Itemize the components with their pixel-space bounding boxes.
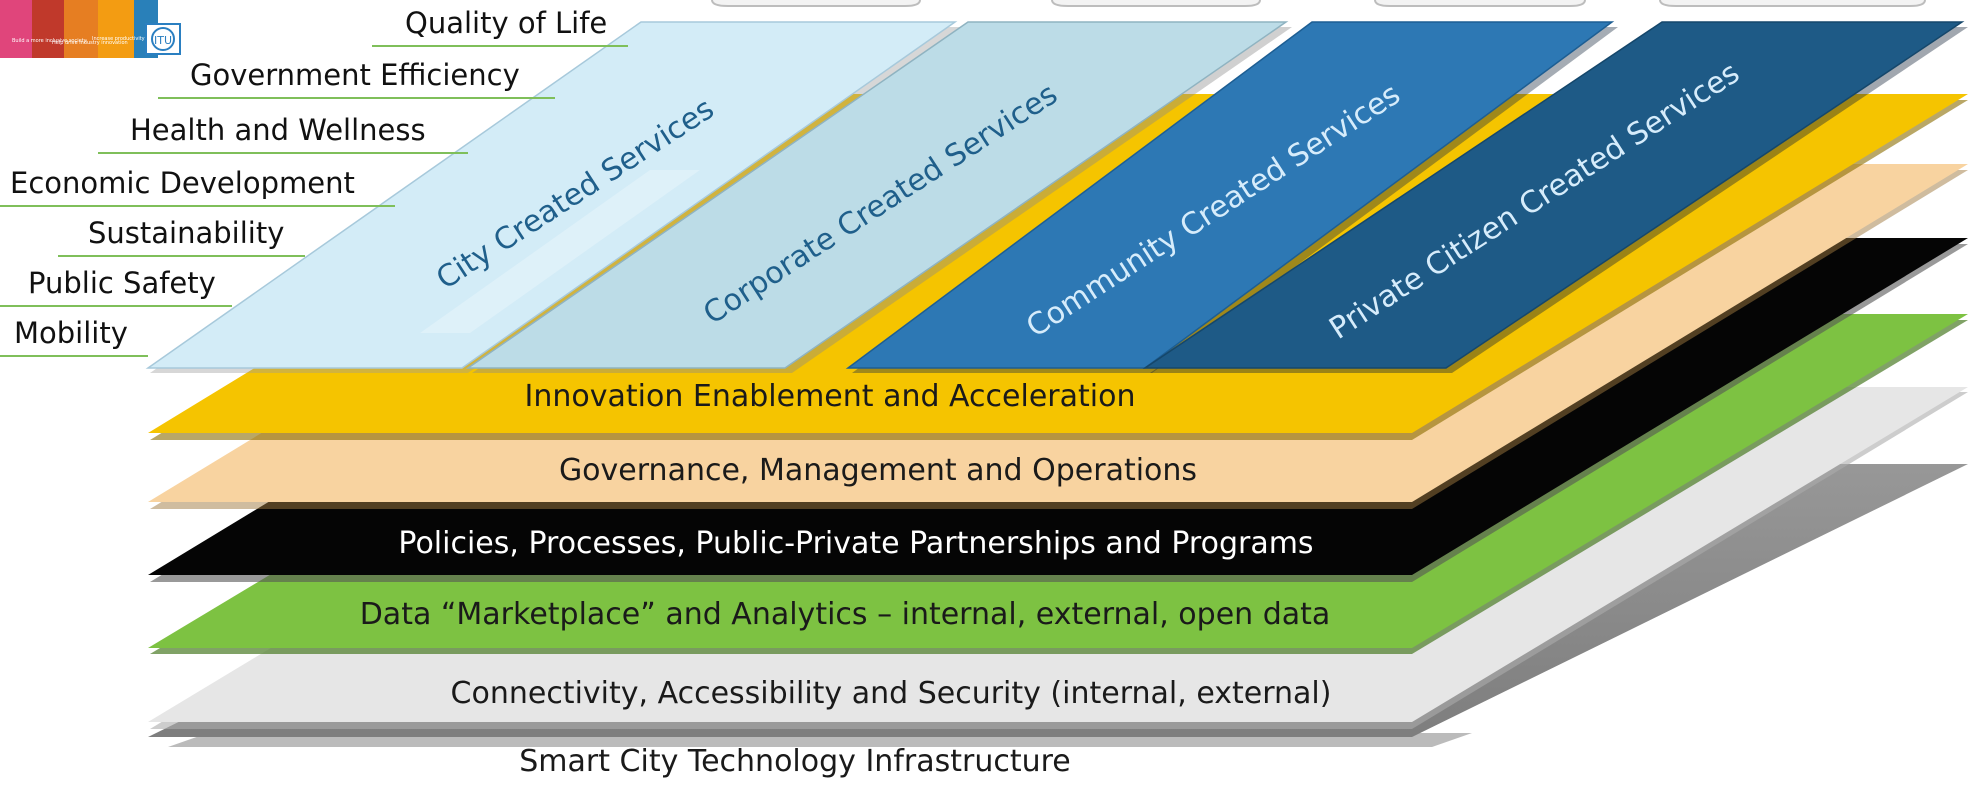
outcome-public-safety: Public Safety [0, 266, 232, 307]
outcome-quality-of-life: Quality of Life [372, 6, 628, 47]
outcome-health-and-wellness: Health and Wellness [98, 113, 468, 154]
top-cut-tabs [711, 0, 1926, 7]
itu-logo-icon: ITU [145, 23, 181, 55]
svg-text:Sustainability: Sustainability [88, 216, 284, 250]
layer-label-connectivity: Connectivity, Accessibility and Security… [451, 676, 1332, 711]
layer-label-infrastructure: Smart City Technology Infrastructure [519, 744, 1070, 779]
outcome-economic-development: Economic Development [0, 166, 395, 207]
layer-label-policies: Policies, Processes, Public-Private Part… [398, 526, 1313, 561]
badge-text-2: Help drive industry innovation [52, 40, 128, 46]
outcome-mobility: Mobility [0, 316, 148, 357]
service-slab-corporate: Corporate Created Services [465, 21, 1292, 373]
svg-text:Quality of Life: Quality of Life [405, 6, 607, 40]
badge-text-1: Build a more inclusive society [12, 38, 87, 44]
outcome-list: Quality of Life Government Efficiency He… [0, 6, 628, 357]
svg-text:Health and Wellness: Health and Wellness [130, 113, 426, 147]
outcome-government-efficiency: Government Efficiency [158, 58, 555, 99]
layer-label-data: Data “Marketplace” and Analytics – inter… [360, 597, 1331, 632]
top-infographic-badge: Build a more inclusive society Help driv… [0, 0, 223, 58]
svg-text:Government Efficiency: Government Efficiency [190, 58, 520, 92]
layer-label-governance: Governance, Management and Operations [559, 453, 1197, 488]
svg-text:ITU: ITU [154, 34, 172, 47]
svg-text:Economic Development: Economic Development [10, 166, 355, 200]
layer-label-innovation: Innovation Enablement and Acceleration [525, 379, 1136, 414]
svg-text:Public Safety: Public Safety [28, 266, 216, 300]
outcome-sustainability: Sustainability [58, 216, 305, 257]
svg-text:Mobility: Mobility [14, 316, 128, 350]
service-slab-city: City Created Services [145, 21, 962, 373]
